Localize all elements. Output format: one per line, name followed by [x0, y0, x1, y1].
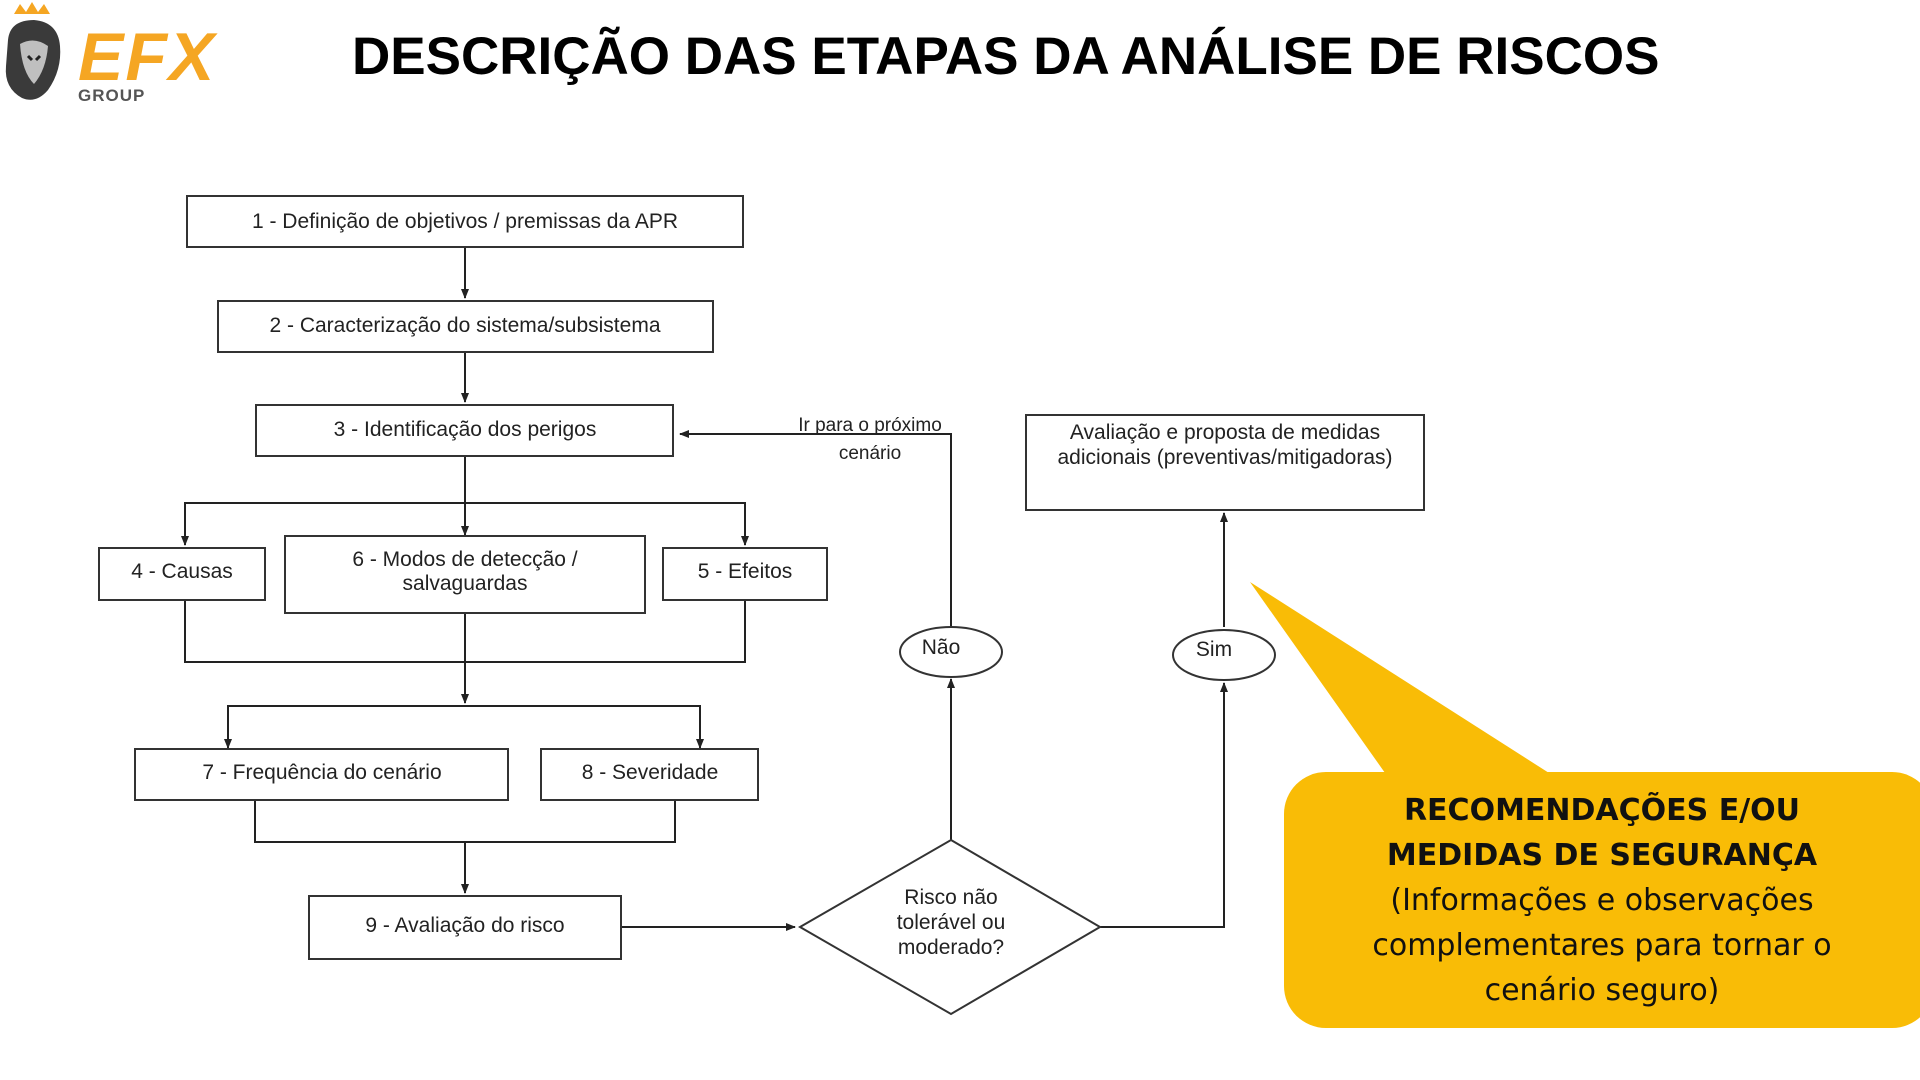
evaluation-label-line1: Avaliação e proposta de medidas: [1070, 421, 1380, 444]
evaluation-label-line2: adicionais (preventivas/mitigadoras): [1058, 446, 1393, 469]
step-8-box: [540, 748, 759, 801]
callout-title: RECOMENDAÇÕES E/OU MEDIDAS DE SEGURANÇA: [1386, 792, 1818, 873]
connectors: [181, 247, 1228, 931]
step-6-label-line2: salvaguardas: [403, 572, 528, 595]
page-title: DESCRIÇÃO DAS ETAPAS DA ANÁLISE DE RISCO…: [352, 27, 1660, 86]
logo-subtext: GROUP: [78, 86, 146, 105]
step-7-box: [134, 748, 509, 801]
step-6-box: [284, 535, 646, 614]
step-1-box: [186, 195, 744, 248]
no-label: Não: [922, 636, 961, 659]
yes-label: Sim: [1196, 638, 1232, 661]
step-2-box: [217, 300, 714, 353]
step-5-label: 5 - Efeitos: [698, 560, 793, 583]
step-4-label: 4 - Causas: [131, 560, 233, 583]
logo-text: EFX: [78, 19, 217, 95]
decision-label-line1: Risco não: [904, 886, 997, 909]
lion-icon: [5, 2, 61, 100]
step-6-label-line1: 6 - Modos de detecção /: [352, 548, 577, 571]
step-1-label: 1 - Definição de objetivos / premissas d…: [252, 210, 678, 233]
step-4-box: [98, 547, 266, 601]
step-8-label: 8 - Severidade: [582, 761, 719, 784]
step-2-label: 2 - Caracterização do sistema/subsistema: [270, 314, 661, 337]
decision-label-line2: tolerável ou: [897, 911, 1006, 934]
no-ellipse: [899, 626, 1003, 678]
step-7-label: 7 - Frequência do cenário: [202, 761, 441, 784]
step-9-label: 9 - Avaliação do risco: [365, 914, 564, 937]
recommendations-callout: RECOMENDAÇÕES E/OU MEDIDAS DE SEGURANÇA …: [1284, 772, 1920, 1028]
next-scenario-label-line1: Ir para o próximo: [798, 415, 942, 436]
step-3-box: [255, 404, 674, 457]
efx-logo: EFX GROUP: [0, 0, 260, 115]
step-5-box: [662, 547, 828, 601]
evaluation-box: [1025, 414, 1425, 511]
next-scenario-label-line2: cenário: [839, 443, 901, 464]
step-3-label: 3 - Identificação dos perigos: [334, 418, 597, 441]
callout-body: (Informações e observações complementare…: [1372, 882, 1832, 1008]
decision-diamond: [797, 838, 1102, 1016]
callout-shape: [1250, 582, 1920, 1028]
step-9-box: [308, 895, 622, 960]
yes-ellipse: [1172, 629, 1276, 681]
decision-label-line3: moderado?: [898, 936, 1004, 959]
